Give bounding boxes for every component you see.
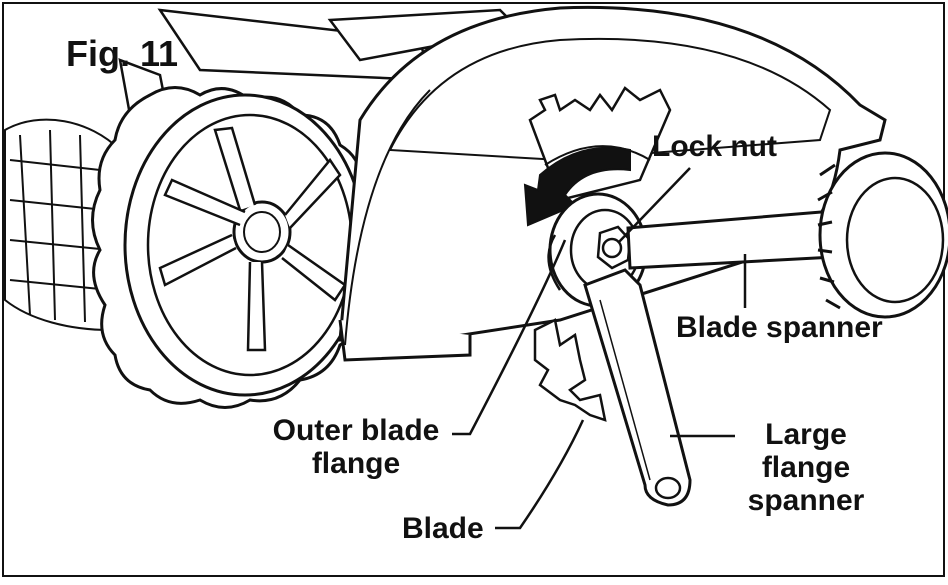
- lock-nut: [596, 225, 632, 270]
- label-large-flange-spanner-line3: spanner: [747, 484, 865, 517]
- label-outer-blade-flange-line1: Outer blade: [272, 414, 440, 447]
- figure-title: Fig. 11: [66, 33, 179, 74]
- label-outer-blade-flange-line2: flange: [311, 447, 401, 480]
- leader-lines: [452, 167, 747, 530]
- label-blade-spanner: Blade spanner: [676, 311, 883, 344]
- label-large-flange-spanner: Large flange spanner: [740, 418, 872, 517]
- leader-lock-nut: [617, 167, 691, 244]
- label-lock-nut: Lock nut: [652, 130, 777, 163]
- leader-blade: [495, 419, 585, 530]
- label-large-flange-spanner-line2: flange: [761, 451, 851, 484]
- label-outer-blade-flange: Outer blade flange: [262, 414, 450, 480]
- leader-outer-flange: [452, 239, 567, 436]
- label-large-flange-spanner-line1: Large: [765, 418, 847, 451]
- label-blade: Blade: [402, 512, 484, 545]
- main-wheel: [91, 86, 373, 409]
- right-wheel: [817, 151, 948, 319]
- rotation-arrow-icon: [523, 145, 651, 227]
- large-flange-spanner: [583, 268, 692, 507]
